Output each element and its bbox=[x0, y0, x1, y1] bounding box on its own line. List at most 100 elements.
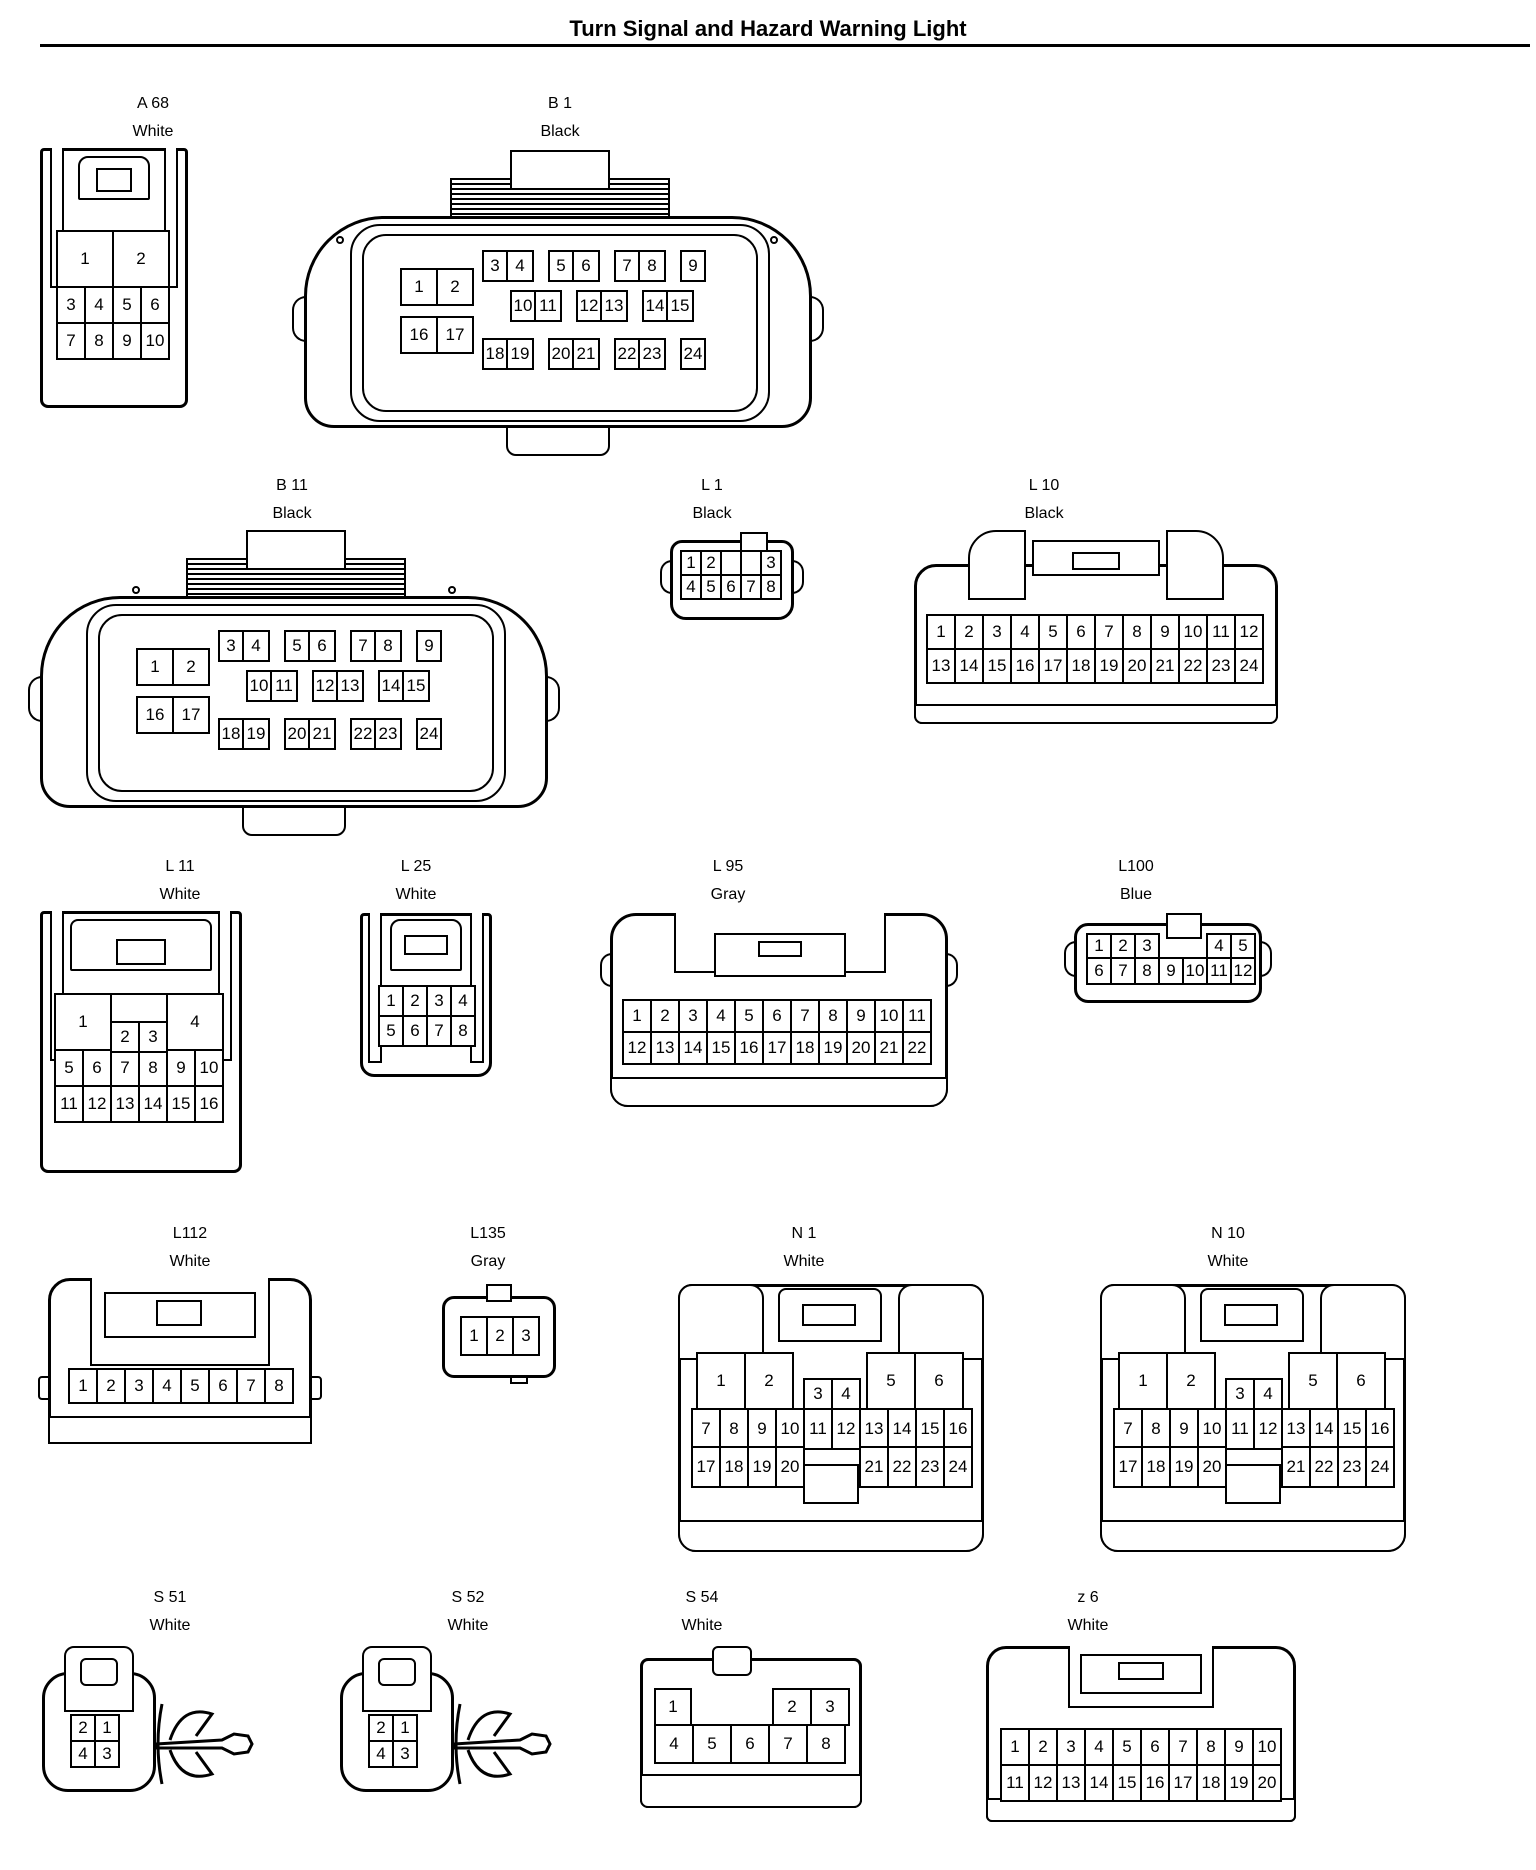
pin: 10 bbox=[777, 1410, 805, 1450]
pin-grid: 5 6 bbox=[1288, 1352, 1386, 1410]
lock-tab-inner bbox=[802, 1304, 856, 1326]
pin: 12 bbox=[312, 670, 338, 702]
pin: 17 bbox=[1040, 650, 1068, 684]
lock-tab-inner bbox=[758, 941, 802, 957]
pin: 5 bbox=[868, 1354, 916, 1410]
pin: 12 bbox=[624, 1033, 652, 1065]
pin: 12 bbox=[1255, 1410, 1283, 1450]
pin: 4 bbox=[1012, 616, 1040, 650]
lock-tab bbox=[712, 1646, 752, 1676]
pin: 7 bbox=[428, 1017, 452, 1047]
lock-tab-inner bbox=[1224, 1304, 1278, 1326]
connector-code: L 10 bbox=[1028, 477, 1060, 494]
pin: 14 bbox=[1086, 1766, 1114, 1802]
pin-grid: 1 2 bbox=[56, 230, 170, 288]
pin-grid: 17 18 19 20 bbox=[1113, 1446, 1227, 1488]
lock-tab bbox=[510, 150, 610, 190]
side-clip bbox=[946, 953, 958, 987]
pin-grid: 5 6 bbox=[866, 1352, 964, 1410]
connector-color: White bbox=[1067, 1617, 1109, 1634]
pin: 2 bbox=[652, 1001, 680, 1033]
pin: 15 bbox=[917, 1410, 945, 1450]
pin: 21 bbox=[1152, 650, 1180, 684]
lock-tab bbox=[486, 1284, 512, 1302]
page-title: Turn Signal and Hazard Warning Light bbox=[569, 16, 967, 41]
connector-code: L 11 bbox=[165, 858, 195, 875]
pin: 3 bbox=[58, 288, 86, 324]
pin: 3 bbox=[1058, 1730, 1086, 1766]
housing-base bbox=[1100, 1520, 1406, 1552]
housing-base bbox=[914, 704, 1278, 724]
connector-code: L112 bbox=[172, 1225, 208, 1242]
pin: 2 bbox=[72, 1716, 96, 1742]
pin-grid: 2 3 bbox=[110, 1021, 168, 1053]
side-clip bbox=[38, 1376, 50, 1400]
pin: 3 bbox=[514, 1318, 540, 1356]
pin: 8 bbox=[762, 576, 782, 600]
pin: 20 bbox=[1199, 1448, 1227, 1488]
pin: 1 bbox=[56, 995, 112, 1051]
pin: 4 bbox=[72, 1742, 96, 1768]
pin: 15 bbox=[404, 670, 430, 702]
pin: 1 bbox=[138, 650, 174, 686]
pin: 23 bbox=[917, 1448, 945, 1488]
lock-tab-inner bbox=[1118, 1662, 1164, 1680]
connector-code: L 95 bbox=[712, 858, 744, 875]
pin: 15 bbox=[708, 1033, 736, 1065]
pin: 6 bbox=[722, 576, 742, 600]
connector-code: L 25 bbox=[400, 858, 432, 875]
pin: 9 bbox=[168, 1051, 196, 1087]
pin-grid: 18 19 20 21 22 23 24 bbox=[482, 338, 706, 370]
pin-grid: 1 2 3 bbox=[1086, 933, 1160, 959]
pin-grid: 1 2 3 4 5 6 7 8 9 10 11 12 13 14 15 16 1… bbox=[926, 614, 1264, 684]
pin: 13 bbox=[338, 670, 364, 702]
pin: 22 bbox=[1311, 1448, 1339, 1488]
side-clip bbox=[1260, 941, 1272, 977]
pin: 11 bbox=[56, 1087, 84, 1123]
connector-color: Black bbox=[540, 123, 580, 140]
connector-code: L 1 bbox=[701, 477, 723, 494]
pin: 5 bbox=[1114, 1730, 1142, 1766]
connector-color: Black bbox=[692, 505, 732, 522]
pin: 6 bbox=[142, 288, 170, 324]
pin: 5 bbox=[548, 250, 574, 282]
pin: 2 bbox=[774, 1690, 812, 1726]
pin: 14 bbox=[642, 290, 668, 322]
pin-grid: 1 2 bbox=[1118, 1352, 1216, 1410]
pin-grid: 1 2 3 4 5 6 7 8 bbox=[68, 1368, 294, 1404]
pin-blank bbox=[742, 552, 762, 576]
pin: 17 bbox=[693, 1448, 721, 1488]
pin: 12 bbox=[1232, 959, 1256, 985]
pin-grid: 2 1 4 3 bbox=[70, 1714, 120, 1768]
housing-base bbox=[610, 1077, 948, 1107]
pin: 5 bbox=[182, 1370, 210, 1404]
housing-hole bbox=[132, 586, 140, 594]
pin: 10 bbox=[142, 324, 170, 360]
pin: 12 bbox=[833, 1410, 861, 1450]
pin: 4 bbox=[833, 1380, 861, 1410]
pin: 21 bbox=[310, 718, 336, 750]
pin-grid: 4 5 6 7 8 bbox=[654, 1724, 846, 1764]
pin: 12 bbox=[84, 1087, 112, 1123]
pin: 3 bbox=[1227, 1380, 1255, 1410]
pin: 8 bbox=[1124, 616, 1152, 650]
pin: 22 bbox=[614, 338, 640, 370]
pin: 14 bbox=[140, 1087, 168, 1123]
pin: 1 bbox=[698, 1354, 746, 1410]
pin: 1 bbox=[96, 1716, 120, 1742]
pin-grid: 3 4 bbox=[1225, 1378, 1283, 1410]
connector-code: A 68 bbox=[136, 95, 170, 112]
pin: 3 bbox=[394, 1742, 418, 1768]
pin-grid: 3 4 5 6 7 8 9 10 bbox=[56, 286, 170, 360]
pin: 4 bbox=[1208, 935, 1232, 959]
connector-color: White bbox=[132, 123, 174, 140]
pin: 6 bbox=[732, 1726, 770, 1764]
pin: 8 bbox=[721, 1410, 749, 1450]
pin: 10 bbox=[196, 1051, 224, 1087]
pin: 5 bbox=[284, 630, 310, 662]
pin: 7 bbox=[112, 1051, 140, 1087]
pin: 5 bbox=[1040, 616, 1068, 650]
pin: 14 bbox=[956, 650, 984, 684]
pin: 10 bbox=[1184, 959, 1208, 985]
pin: 7 bbox=[770, 1726, 808, 1764]
